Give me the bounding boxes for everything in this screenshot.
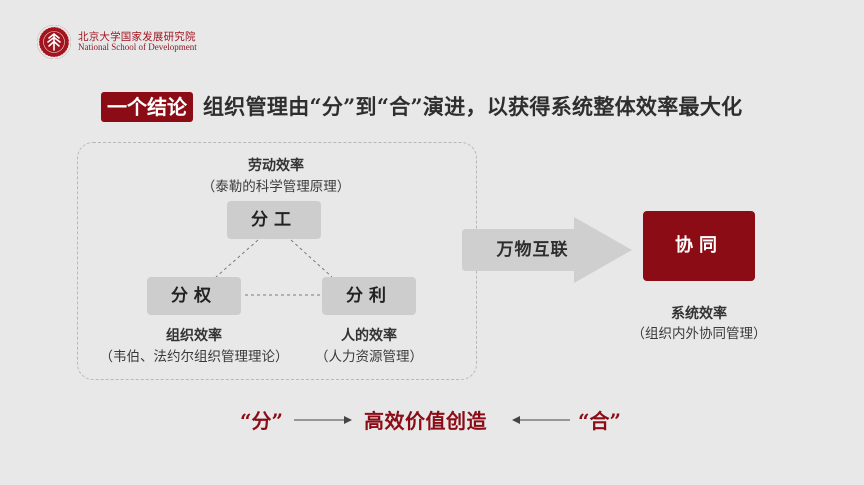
logo-name-cn: 北京大学国家发展研究院 [78, 31, 196, 43]
logo-name-en: National School of Development [78, 42, 197, 52]
org-efficiency-title: 组织效率 [166, 328, 222, 344]
big-arrow-icon [462, 217, 632, 283]
pku-emblem-icon [37, 25, 71, 59]
right-arrow-icon [294, 416, 352, 424]
people-efficiency-title: 人的效率 [341, 328, 397, 344]
labor-efficiency-subtitle: （泰勒的科学管理原理） [201, 179, 351, 195]
headline-text: 组织管理由“分”到“合”演进，以获得系统整体效率最大化 [203, 94, 743, 119]
bottom-value-creation: 高效价值创造 [364, 409, 487, 433]
labor-efficiency-title: 劳动效率 [248, 158, 304, 174]
node-synergy: 协同 [643, 211, 755, 281]
arrow-label: 万物互联 [496, 240, 569, 260]
bottom-divide-word: “分” [240, 409, 284, 433]
bottom-integrate-word: “合” [578, 409, 622, 433]
conclusion-tag: 一个结论 [101, 92, 193, 122]
left-arrow-icon [512, 416, 570, 424]
node-division-of-profit: 分利 [322, 277, 416, 315]
node-division-of-power: 分权 [147, 277, 241, 315]
people-efficiency-subtitle: （人力资源管理） [315, 349, 423, 365]
node-division-of-labor: 分工 [227, 201, 321, 239]
system-efficiency-title: 系统效率 [671, 306, 727, 322]
system-efficiency-subtitle: （组织内外协同管理） [631, 326, 767, 342]
org-efficiency-subtitle: （韦伯、法约尔组织管理理论） [99, 349, 289, 365]
